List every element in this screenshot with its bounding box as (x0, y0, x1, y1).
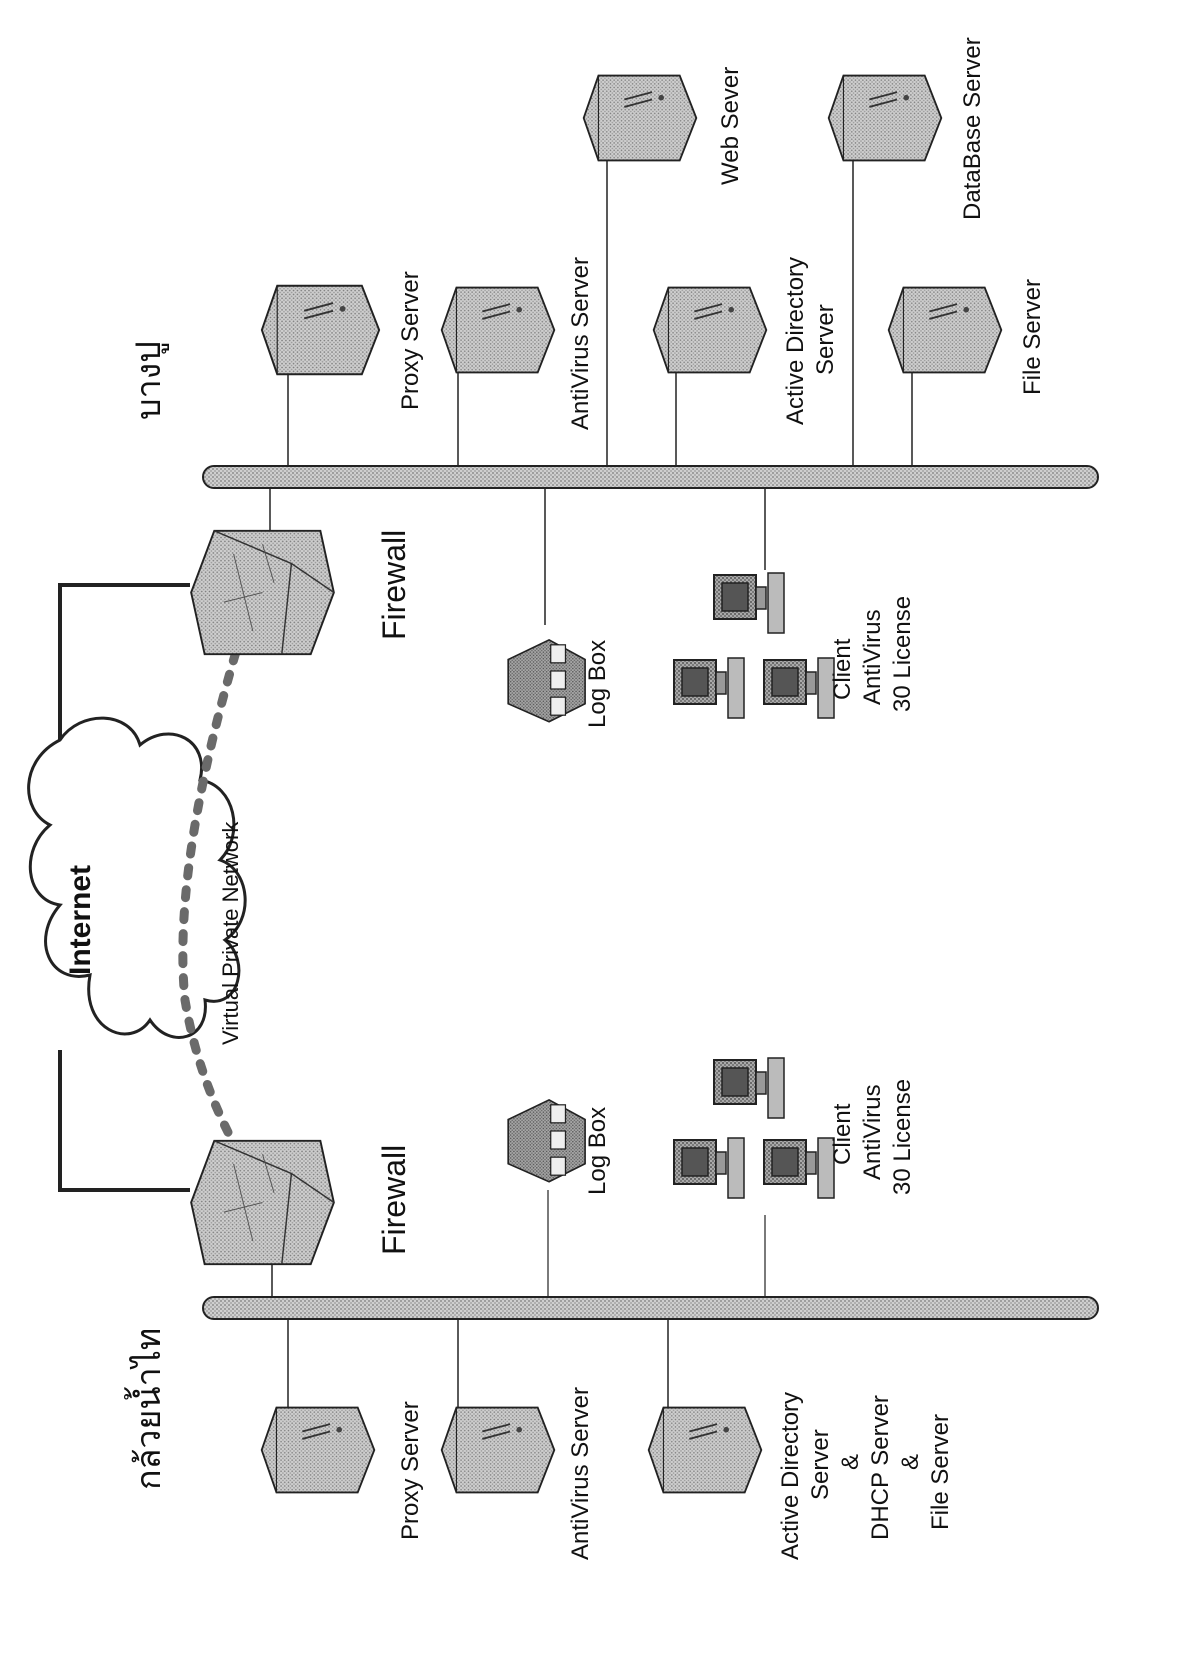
file-server-icon-bangpu (887, 286, 1003, 374)
database-server-icon-bangpu (827, 74, 943, 162)
web-server-label-bangpu: Web Sever (717, 67, 744, 185)
ad-server-amp2-kluainamthai: & (897, 1454, 924, 1470)
firewall-label-kluainamthai: Firewall (376, 1145, 412, 1255)
antivirus-server-icon-kluainamthai (440, 1406, 556, 1494)
workstation-icon (713, 572, 785, 634)
site-name-kluainamthai: กล้วยน้ำไท (124, 1328, 168, 1490)
workstation-icon (713, 1057, 785, 1119)
client-group-bangpu (673, 572, 835, 719)
ad-server-label1-bangpu: Active Directory (782, 257, 809, 425)
ad-server-amp1-kluainamthai: & (837, 1454, 864, 1470)
proxy-server-icon-bangpu (260, 284, 381, 376)
workstation-icon (673, 657, 745, 719)
workstation-icon (763, 657, 835, 719)
proxy-server-label-kluainamthai: Proxy Server (397, 1401, 424, 1540)
ad-server-icon-bangpu (652, 286, 768, 374)
file-server-label-kluainamthai: File Server (927, 1414, 954, 1530)
internet-link-bangpu (58, 583, 190, 740)
proxy-server-label-bangpu: Proxy Server (397, 271, 424, 410)
internet-label: Internet (64, 865, 97, 975)
vpn-label: Virtual Private Network (218, 821, 243, 1045)
workstation-icon (673, 1137, 745, 1199)
client-label-line3-kluainamthai: 30 License (889, 1079, 916, 1195)
firewall-icon-kluainamthai (190, 1139, 335, 1266)
ad-server-label2-kluainamthai: Server (807, 1429, 834, 1500)
logbox-label-kluainamthai: Log Box (584, 1107, 611, 1195)
database-server-label-bangpu: DataBase Server (959, 37, 986, 220)
file-server-label-bangpu: File Server (1019, 279, 1046, 395)
ad-server-icon-kluainamthai (647, 1406, 763, 1494)
network-bus-bangpu (202, 465, 1099, 489)
ad-server-label1-kluainamthai: Active Directory (777, 1392, 804, 1560)
internet-link-kluainamthai (58, 1050, 190, 1192)
logbox-icon-bangpu (507, 638, 587, 723)
client-label-line2-bangpu: AntiVirus (859, 609, 886, 705)
web-server-icon-bangpu (582, 74, 698, 162)
logbox-label-bangpu: Log Box (584, 640, 611, 728)
client-label-line3-bangpu: 30 License (889, 596, 916, 712)
dhcp-server-label-kluainamthai: DHCP Server (867, 1395, 894, 1540)
network-bus-kluainamthai (202, 1296, 1099, 1320)
firewall-label-bangpu: Firewall (376, 530, 412, 640)
antivirus-server-icon-bangpu (440, 286, 556, 374)
client-label-line1-kluainamthai: Client (829, 1103, 856, 1165)
ad-server-label2-bangpu: Server (812, 304, 839, 375)
vpn-tunnel (178, 585, 260, 1160)
client-group-kluainamthai (673, 1057, 835, 1199)
antivirus-server-label-bangpu: AntiVirus Server (567, 257, 594, 430)
logbox-icon-kluainamthai (507, 1098, 587, 1183)
site-name-bangpu: บางปู (130, 341, 169, 420)
firewall-icon-bangpu (190, 529, 335, 656)
internet-cloud: Internet (27, 716, 247, 1039)
proxy-server-icon-kluainamthai (260, 1406, 376, 1494)
antivirus-server-label-kluainamthai: AntiVirus Server (567, 1387, 594, 1560)
client-label-line1-bangpu: Client (829, 638, 856, 700)
workstation-icon (763, 1137, 835, 1199)
client-label-line2-kluainamthai: AntiVirus (859, 1084, 886, 1180)
